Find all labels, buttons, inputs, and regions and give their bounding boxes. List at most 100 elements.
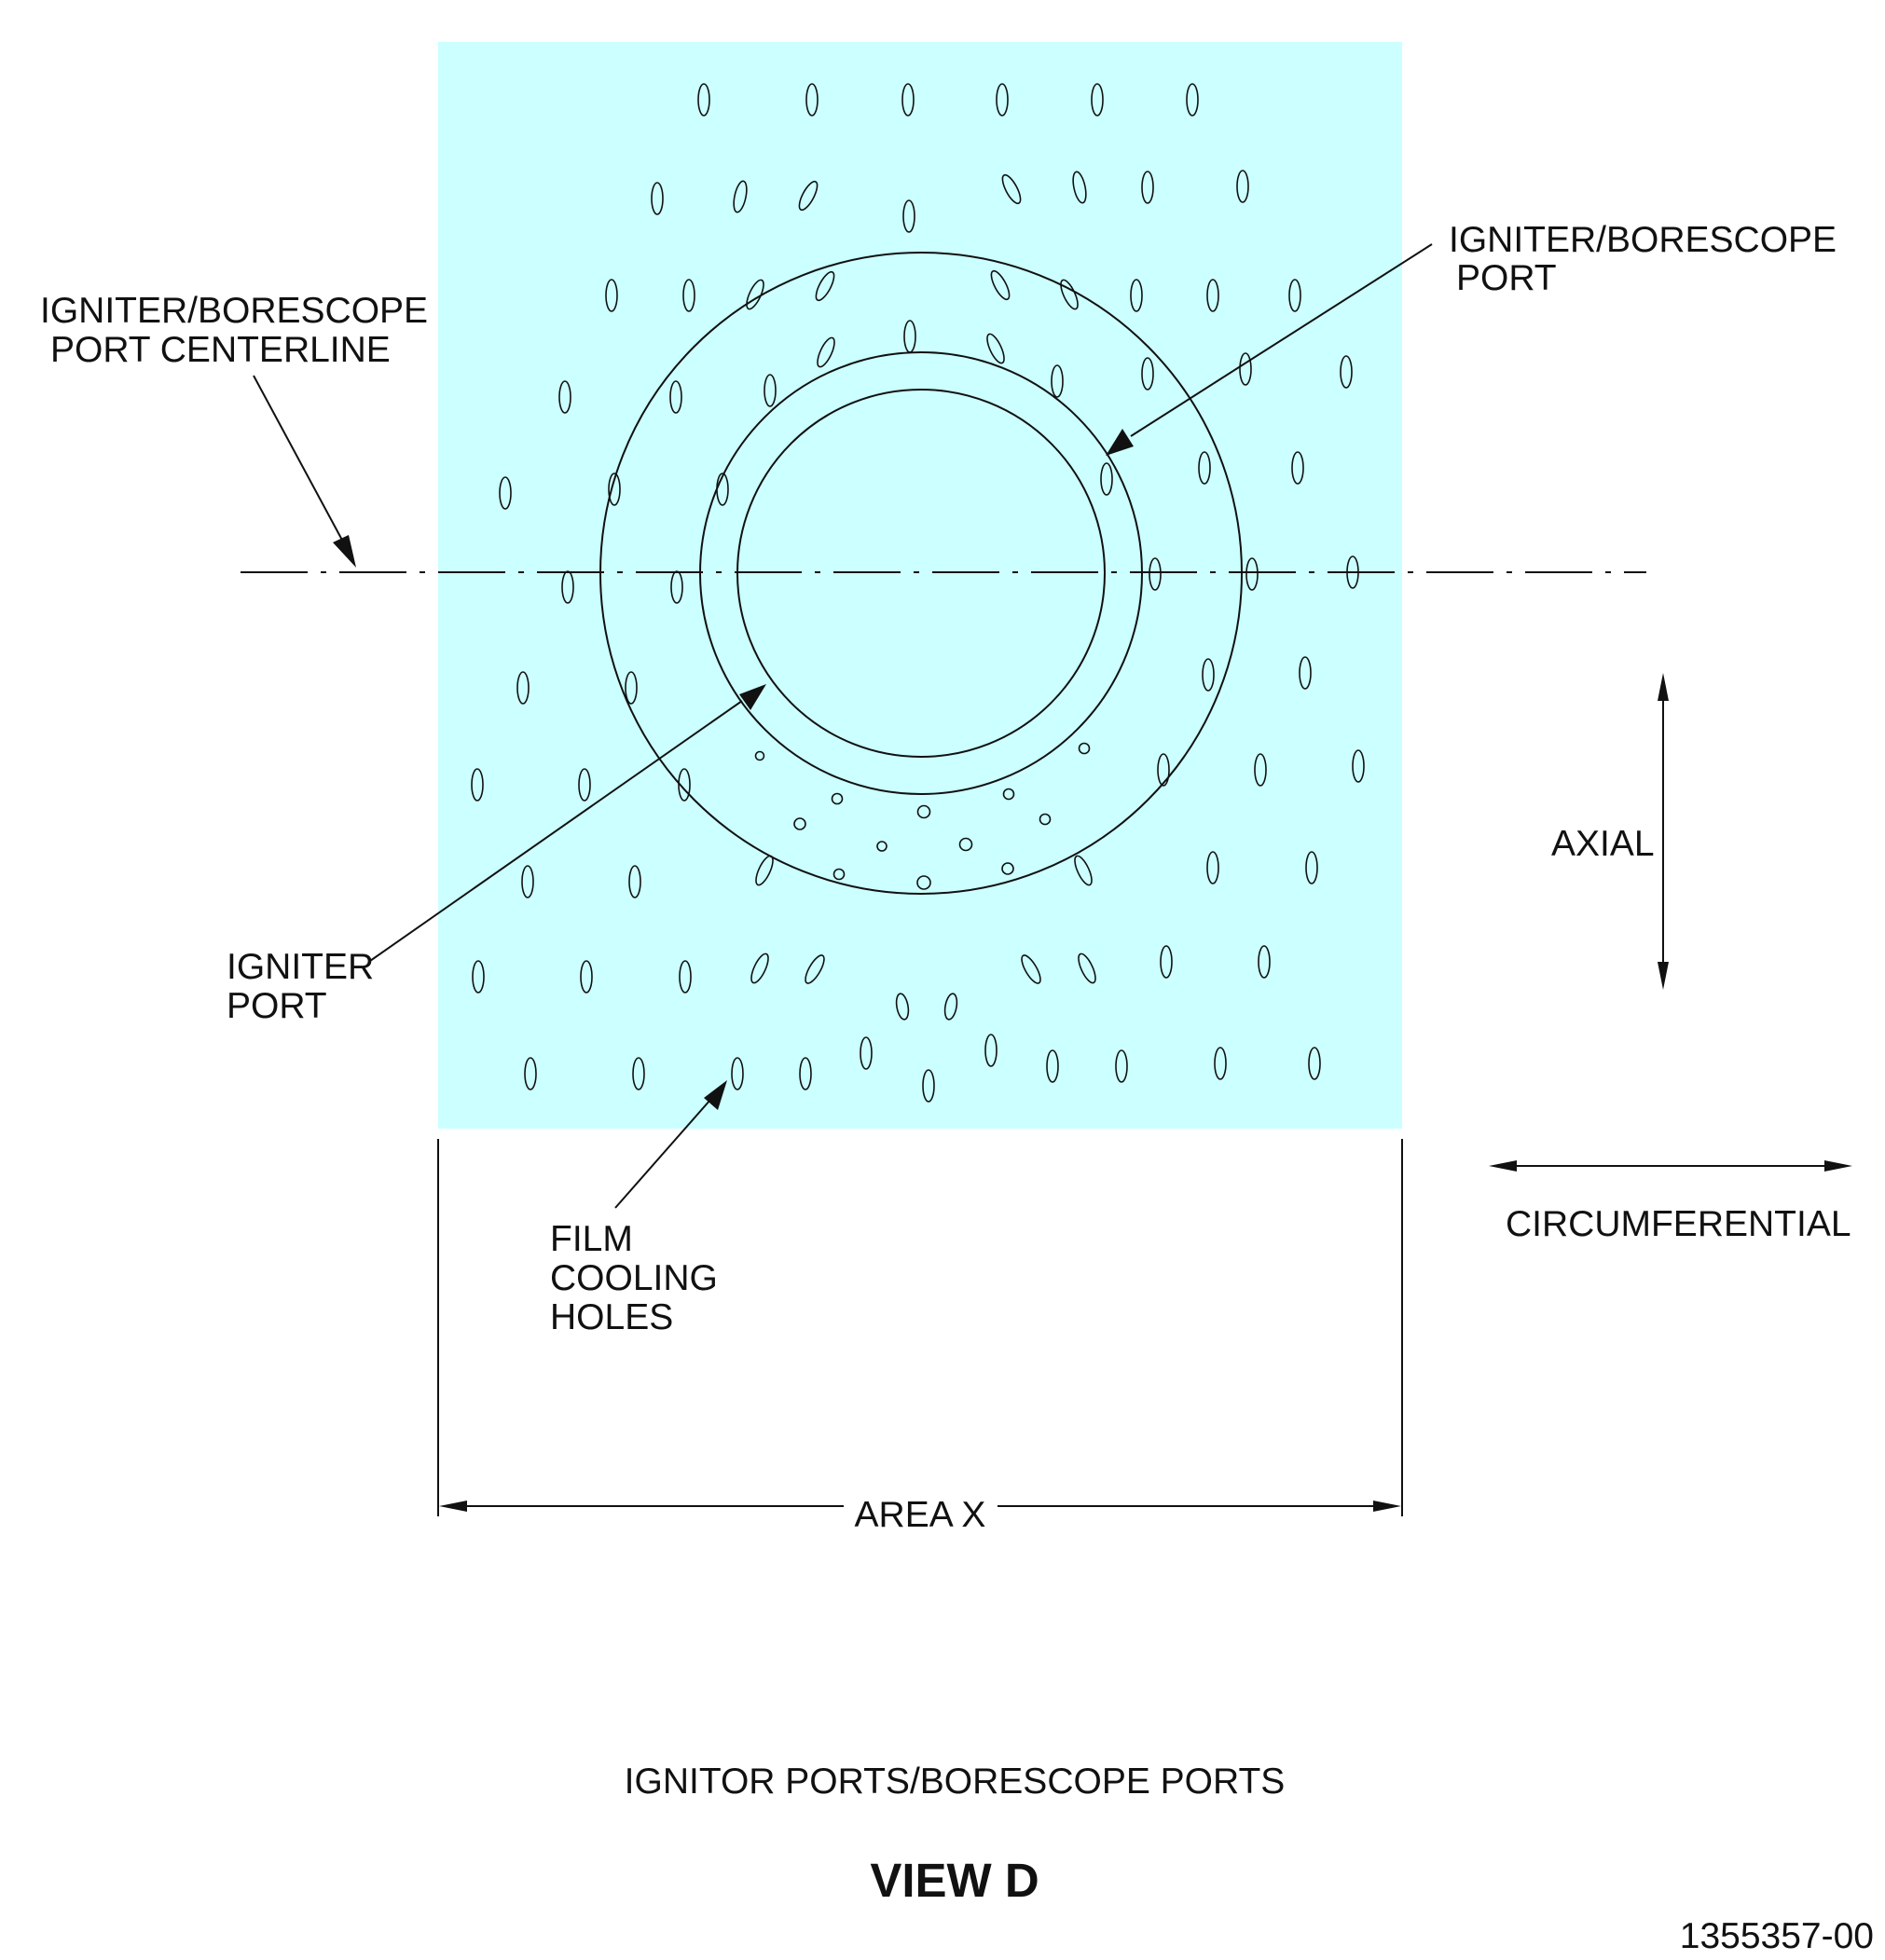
film-cooling-hole — [990, 269, 1011, 301]
axial-label: AXIAL — [1551, 824, 1655, 864]
film-cooling-hole — [578, 768, 591, 802]
film-cooling-hole — [1340, 355, 1353, 389]
film-cooling-hole — [1078, 953, 1096, 984]
film-cooling-hole — [1308, 1047, 1321, 1080]
film-holes-arrowhead — [704, 1080, 727, 1110]
film-cooling-hole — [1214, 1047, 1227, 1080]
film-cooling-hole-round — [916, 875, 931, 890]
borescope-port-arrowhead — [1106, 429, 1134, 456]
film-cooling-hole — [805, 83, 819, 117]
film-cooling-hole — [1115, 1049, 1128, 1083]
film-cooling-hole-round — [1078, 742, 1091, 755]
film-holes-label-line3: HOLES — [550, 1297, 673, 1337]
circumferential-label: CIRCUMFERENTIAL — [1506, 1204, 1851, 1244]
film-cooling-hole — [471, 768, 484, 802]
film-cooling-hole — [651, 182, 664, 215]
area-arrowhead-right — [1373, 1501, 1401, 1512]
film-cooling-hole-round — [832, 868, 846, 881]
drawing-number: 1355357-00 — [1680, 1916, 1874, 1955]
film-holes-leader — [614, 1099, 711, 1209]
film-cooling-hole — [1202, 658, 1215, 692]
circumferential-arrowhead-right — [1824, 1160, 1852, 1172]
film-cooling-hole — [697, 83, 710, 117]
area-arrowhead-left — [439, 1501, 467, 1512]
film-cooling-hole — [798, 180, 819, 212]
film-cooling-hole — [669, 380, 682, 414]
centerline-arrowhead — [333, 535, 356, 568]
film-cooling-hole-round — [958, 837, 973, 852]
film-cooling-hole — [1291, 451, 1304, 485]
film-cooling-hole — [605, 279, 618, 312]
film-cooling-hole — [1141, 357, 1154, 391]
borescope-port-leader — [1130, 243, 1433, 437]
film-cooling-hole — [1100, 462, 1113, 496]
film-cooling-hole — [472, 960, 485, 994]
borescope-port-label-line2: PORT — [1456, 258, 1557, 298]
film-cooling-hole — [805, 954, 825, 984]
film-cooling-hole — [1001, 173, 1022, 205]
film-cooling-hole — [580, 960, 593, 994]
igniter-port-label-line1: IGNITER — [227, 947, 374, 987]
film-cooling-hole — [996, 83, 1009, 117]
film-cooling-hole — [902, 199, 915, 233]
film-cooling-hole — [1254, 753, 1267, 787]
film-cooling-hole — [1236, 170, 1249, 203]
film-cooling-hole — [625, 671, 638, 705]
igniter-port-leader — [369, 700, 743, 962]
film-cooling-hole-round — [1002, 788, 1015, 801]
film-cooling-hole — [986, 333, 1005, 364]
film-cooling-hole — [1245, 557, 1259, 591]
film-cooling-hole — [1258, 945, 1271, 979]
film-cooling-hole — [1130, 279, 1143, 312]
film-cooling-hole — [922, 1069, 935, 1103]
film-cooling-hole — [733, 180, 748, 213]
film-cooling-hole — [524, 1057, 537, 1090]
film-cooling-hole — [628, 865, 641, 898]
film-cooling-hole-round — [1001, 862, 1014, 875]
centerline-leader — [253, 375, 346, 546]
borescope-port-label-line1: IGNITER/BORESCOPE — [1449, 220, 1837, 260]
film-cooling-hole — [1074, 855, 1093, 886]
film-cooling-hole — [1160, 945, 1173, 979]
film-cooling-hole — [1288, 279, 1301, 312]
film-cooling-hole — [516, 671, 530, 705]
film-cooling-hole-round — [1039, 813, 1052, 826]
area-x-label: AREA X — [855, 1495, 986, 1535]
film-cooling-hole — [1046, 1049, 1059, 1083]
film-cooling-hole — [679, 960, 692, 994]
film-cooling-hole — [1206, 851, 1219, 884]
film-cooling-hole — [1021, 954, 1041, 984]
film-cooling-hole — [815, 270, 835, 302]
film-cooling-hole — [1299, 656, 1312, 690]
centerline-label-line2: PORT CENTERLINE — [50, 330, 391, 370]
film-cooling-hole — [608, 473, 621, 506]
film-cooling-hole — [682, 279, 695, 312]
film-cooling-hole — [499, 476, 512, 510]
film-holes-label-line1: FILM — [550, 1219, 633, 1259]
film-cooling-hole — [860, 1036, 873, 1070]
axial-arrowhead-up — [1658, 673, 1669, 701]
diagram-subtitle: IGNITOR PORTS/BORESCOPE PORTS — [625, 1761, 1286, 1802]
film-cooling-hole — [1091, 83, 1104, 117]
film-cooling-holes — [471, 83, 1365, 1103]
film-cooling-hole — [895, 993, 910, 1021]
film-cooling-hole — [632, 1057, 645, 1090]
film-cooling-hole — [1198, 451, 1211, 485]
film-cooling-hole — [678, 768, 691, 802]
film-cooling-hole-round — [876, 841, 887, 852]
film-cooling-hole — [764, 374, 777, 407]
axial-arrowhead-down — [1658, 962, 1669, 990]
film-cooling-hole — [1352, 749, 1365, 783]
film-cooling-hole — [901, 83, 915, 117]
film-cooling-hole-round — [831, 792, 844, 805]
film-cooling-hole — [1157, 753, 1170, 787]
film-cooling-hole — [1141, 171, 1154, 204]
centerline-label-line1: IGNITER/BORESCOPE — [40, 291, 428, 331]
film-cooling-hole — [731, 1057, 744, 1090]
film-cooling-hole-round — [916, 804, 931, 819]
film-cooling-hole — [943, 993, 958, 1021]
igniter-port-label-line2: PORT — [227, 986, 327, 1026]
film-cooling-hole — [1239, 352, 1252, 386]
